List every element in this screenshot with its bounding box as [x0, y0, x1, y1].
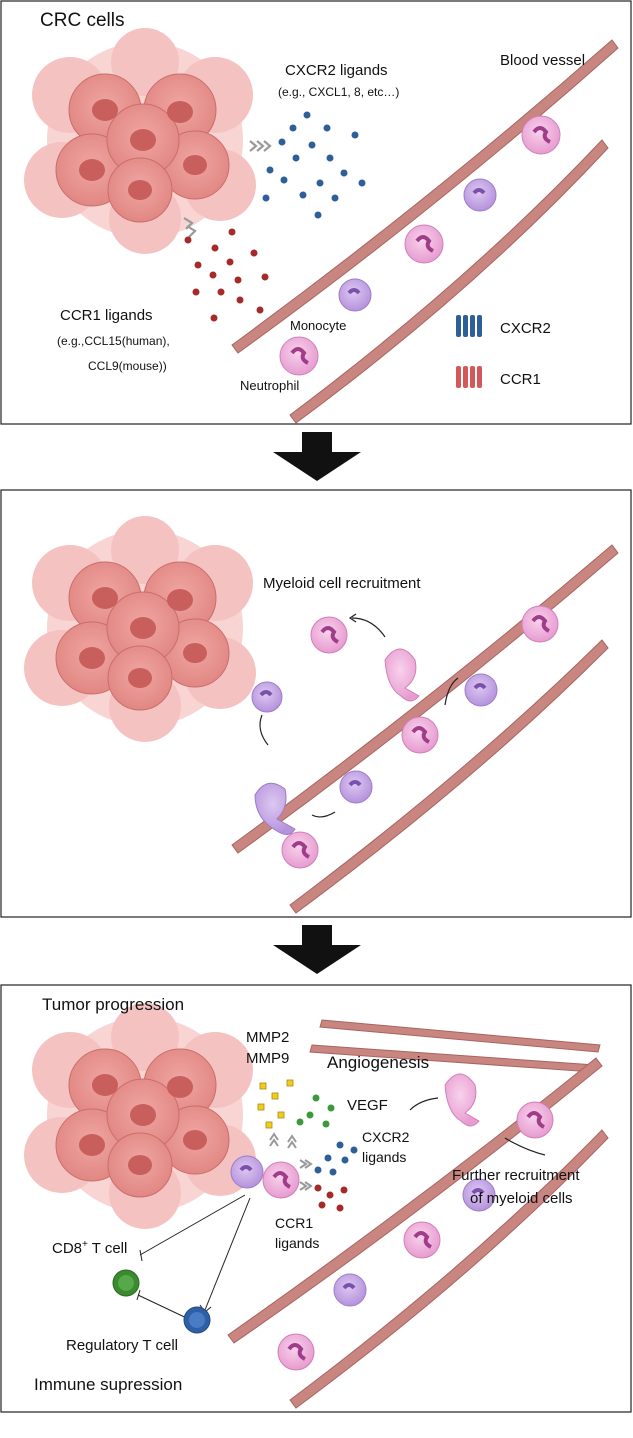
ccr1-ligands-line1: CCR1 — [275, 1215, 313, 1231]
neutrophil-cell — [281, 831, 319, 869]
immune-suppression-label: Immune supression — [34, 1375, 182, 1394]
further-recruitment-line1: Further recruitment — [452, 1167, 580, 1184]
blood-vessel-3 — [227, 1057, 609, 1409]
monocyte-label: Monocyte — [290, 318, 346, 333]
further-recruitment-arrows — [409, 1097, 546, 1156]
regulatory-t-cell — [183, 1306, 211, 1334]
monocyte-cell — [462, 1178, 496, 1212]
neutrophil-cell — [521, 115, 561, 155]
angiogenesis-label: Angiogenesis — [327, 1053, 429, 1072]
further-recruitment-line2: of myeloid cells — [470, 1190, 573, 1207]
panel-frame-1 — [0, 0, 632, 425]
secretion-chevrons-1 — [183, 140, 272, 238]
recruitment-arrows — [259, 613, 459, 818]
monocyte-cell — [333, 1273, 367, 1307]
cxcr2-ligands-examples: (e.g., CXCL1, 8, etc…) — [278, 85, 399, 99]
myeloid-recruitment-title: Myeloid cell recruitment — [263, 575, 421, 592]
treg-label: Regulatory T cell — [66, 1337, 178, 1354]
legend-ccr1-label: CCR1 — [500, 371, 541, 388]
neutrophil-cell — [403, 1221, 441, 1259]
tumor-cluster-3 — [24, 1003, 256, 1229]
cxcr2-ligand-dots-3 — [314, 1141, 358, 1176]
mmp2-label: MMP2 — [246, 1029, 289, 1046]
cd8-t-cell-label: CD8+ T cell — [52, 1239, 127, 1257]
blood-vessel-2 — [231, 544, 619, 914]
mmp-dots — [257, 1079, 294, 1129]
neutrophil-label: Neutrophil — [240, 378, 299, 393]
monocyte-cell — [339, 770, 373, 804]
neutrophil-cell — [521, 605, 559, 643]
cxcr2-receptor-icon — [456, 315, 482, 337]
cd8-t-cell — [112, 1269, 140, 1297]
tumor-progression-label: Tumor progression — [42, 995, 184, 1014]
blood-vessel-1 — [231, 39, 619, 424]
transmigrating-neutrophil — [384, 648, 420, 702]
ccr1-receptor-icon — [456, 366, 482, 388]
ccr1-ligand-dots-1 — [184, 228, 269, 322]
tissue-neutrophil — [262, 1161, 300, 1199]
ccr1-ligands-examples-1: (e.g.,CCL15(human), — [57, 334, 170, 348]
monocyte-cell — [464, 673, 498, 707]
transmigrating-neutrophil — [444, 1073, 480, 1127]
ccr1-ligands-examples-2: CCL9(mouse)) — [88, 359, 167, 373]
angiogenic-sprouts — [309, 1019, 601, 1073]
mmp9-label: MMP9 — [246, 1050, 289, 1067]
ccr1-ligands-line2: ligands — [275, 1235, 319, 1251]
panel-frame-3 — [0, 984, 632, 1413]
down-arrow-1 — [273, 432, 361, 481]
monocyte-cell — [463, 178, 497, 212]
blood-vessel-label: Blood vessel — [500, 52, 585, 69]
neutrophil-cell — [277, 1333, 315, 1371]
vegf-label: VEGF — [347, 1097, 388, 1114]
monocyte-cell — [338, 278, 372, 312]
transmigrating-monocyte — [254, 782, 296, 835]
tumor-cluster-1 — [24, 28, 256, 254]
legend-cxcr2-label: CXCR2 — [500, 320, 551, 337]
neutrophil-cell — [401, 716, 439, 754]
down-arrow-2 — [273, 925, 361, 974]
neutrophil-cell — [516, 1101, 554, 1139]
tissue-monocyte — [230, 1155, 264, 1189]
vegf-dots — [296, 1094, 335, 1128]
neutrophil-cell — [404, 224, 444, 264]
cxcr2-ligands-line1: CXCR2 — [362, 1129, 410, 1145]
cxcr2-ligands-title: CXCR2 ligands — [285, 62, 388, 79]
tumor-cluster-2 — [24, 516, 256, 742]
ccr1-ligand-dots-3 — [314, 1184, 348, 1212]
neutrophil-cell — [279, 336, 319, 376]
panel-frame-2 — [0, 489, 632, 918]
secretion-chevrons-3 — [269, 1132, 313, 1191]
neutrophil-cell — [310, 616, 348, 654]
cxcr2-ligand-dots-1 — [262, 111, 366, 219]
ccr1-ligands-title: CCR1 ligands — [60, 307, 153, 324]
monocyte-cell — [251, 681, 283, 713]
cxcr2-ligands-line2: ligands — [362, 1149, 406, 1165]
crc-cells-label: CRC cells — [40, 10, 124, 31]
